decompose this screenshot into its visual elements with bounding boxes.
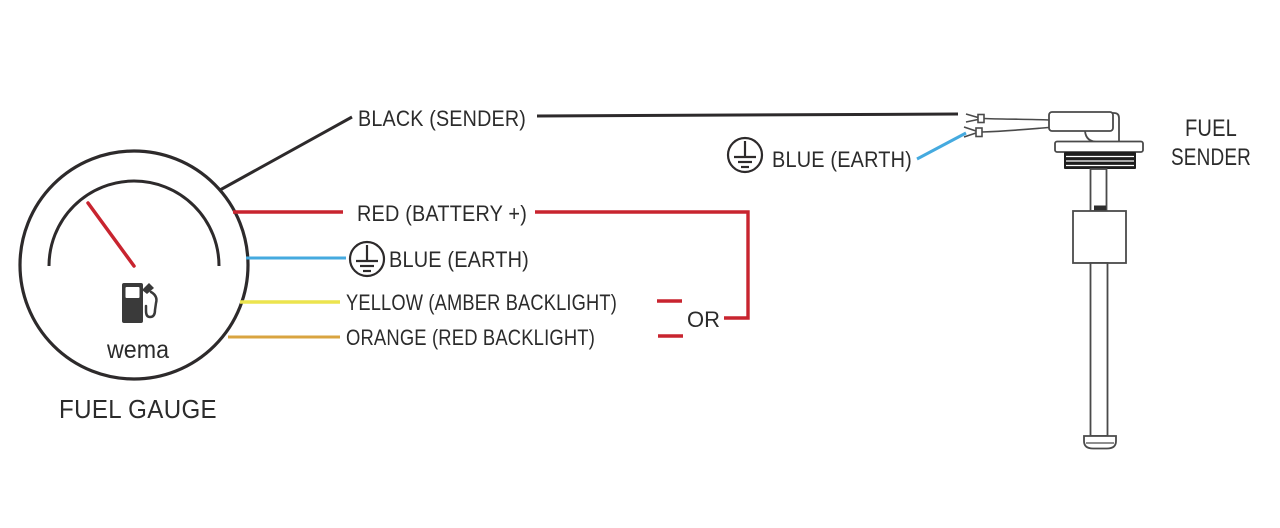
earth-ground-icon-sender [726, 136, 764, 174]
sender-end-cap [1083, 435, 1117, 450]
lower-fork-prongs [963, 126, 977, 138]
sender-earth-label: BLUE (EARTH) [772, 147, 912, 172]
sender-cable-sleeve [1048, 111, 1114, 132]
fuel-sender-title-line1: FUEL [1185, 115, 1237, 142]
fuel-pump-handle [142, 283, 154, 294]
wire-black-to-sender [536, 112, 959, 118]
wire-black-diagonal [219, 115, 353, 192]
earth-ground-icon [348, 240, 386, 278]
wire-red-or-connector [535, 210, 750, 320]
sender-lower-tube [1089, 262, 1109, 437]
fuel-gauge: wema FUEL GAUGE [18, 149, 250, 424]
sender-float [1072, 210, 1127, 264]
upper-fork-crimp [977, 113, 985, 124]
fuel-sender [963, 111, 1144, 450]
wire-blue-label: BLUE (EARTH) [389, 247, 529, 272]
sender-flange [1054, 140, 1144, 153]
sender-float-stop [1094, 205, 1106, 212]
wire-black-label: BLACK (SENDER) [358, 106, 526, 131]
fuel-pump-window [125, 287, 140, 298]
lower-fork-crimp [975, 127, 983, 138]
fuel-pump-icon [122, 283, 158, 323]
fuel-pump-hose [144, 290, 158, 319]
fuel-sender-title-line2: SENDER [1171, 144, 1251, 171]
sender-fork-terminals [963, 113, 1050, 138]
wire-red-label: RED (BATTERY +) [357, 201, 527, 226]
wire-yellow-label: YELLOW (AMBER BACKLIGHT) [346, 290, 617, 315]
fuel-gauge-title: FUEL GAUGE [59, 394, 217, 424]
or-label: OR [687, 307, 720, 332]
gauge-dial-arc [47, 179, 221, 267]
wire-orange-label: ORANGE (RED BACKLIGHT) [346, 325, 595, 350]
sender-upper-tube [1089, 168, 1108, 212]
sender-wire-upper [983, 117, 1050, 121]
gauge-brand-text: wema [106, 336, 169, 364]
sender-wire-lower [981, 126, 1050, 133]
gauge-needle [86, 201, 136, 268]
earth-icon-circle [726, 136, 764, 174]
upper-fork-prongs [965, 113, 979, 123]
wire-blue-to-sender [916, 131, 967, 161]
earth-icon-circle [348, 240, 386, 278]
sender-threads [1064, 152, 1136, 169]
